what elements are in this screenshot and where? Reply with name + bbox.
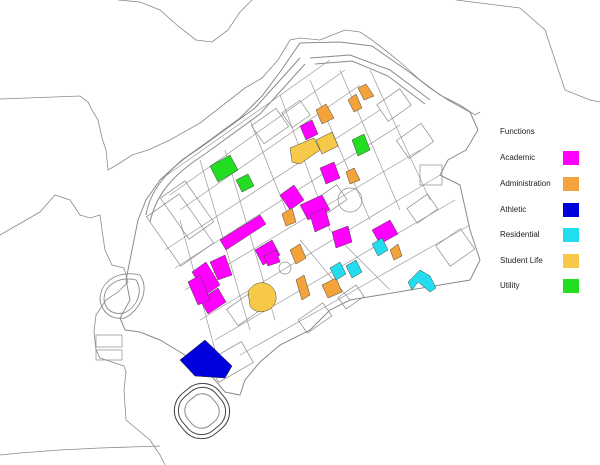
legend-swatch xyxy=(563,279,579,293)
campus-outline xyxy=(119,41,481,396)
athletic-buildings xyxy=(179,339,233,379)
utility-buildings xyxy=(209,133,371,193)
legend-swatch xyxy=(563,254,579,268)
stadium-outline xyxy=(99,273,145,319)
legend-label: Academic xyxy=(500,153,536,162)
legend-swatch xyxy=(563,151,579,165)
legend-item-residential: Residential xyxy=(500,228,590,244)
running-track xyxy=(173,382,231,440)
legend-label: Athletic xyxy=(500,205,527,214)
legend-swatch xyxy=(563,203,579,217)
legend-item-athletic: Athletic xyxy=(500,203,590,219)
legend-swatch xyxy=(563,177,579,191)
administration-buildings xyxy=(281,83,403,301)
legend-item-academic: Academic xyxy=(500,151,590,167)
legend-title: Functions xyxy=(500,127,535,136)
legend-item-administration: Administration xyxy=(500,177,590,193)
legend-label: Residential xyxy=(500,230,540,239)
legend-item-utility: Utility xyxy=(500,279,590,295)
legend-label: Utility xyxy=(500,281,520,290)
residential-buildings xyxy=(329,237,437,293)
legend-label: Student Life xyxy=(500,256,543,265)
legend-item-student-life: Student Life xyxy=(500,254,590,270)
student-life-buildings xyxy=(247,131,339,312)
legend-label: Administration xyxy=(500,179,551,188)
legend-swatch xyxy=(563,228,579,242)
building-outlines xyxy=(95,88,476,383)
academic-buildings xyxy=(187,119,399,315)
